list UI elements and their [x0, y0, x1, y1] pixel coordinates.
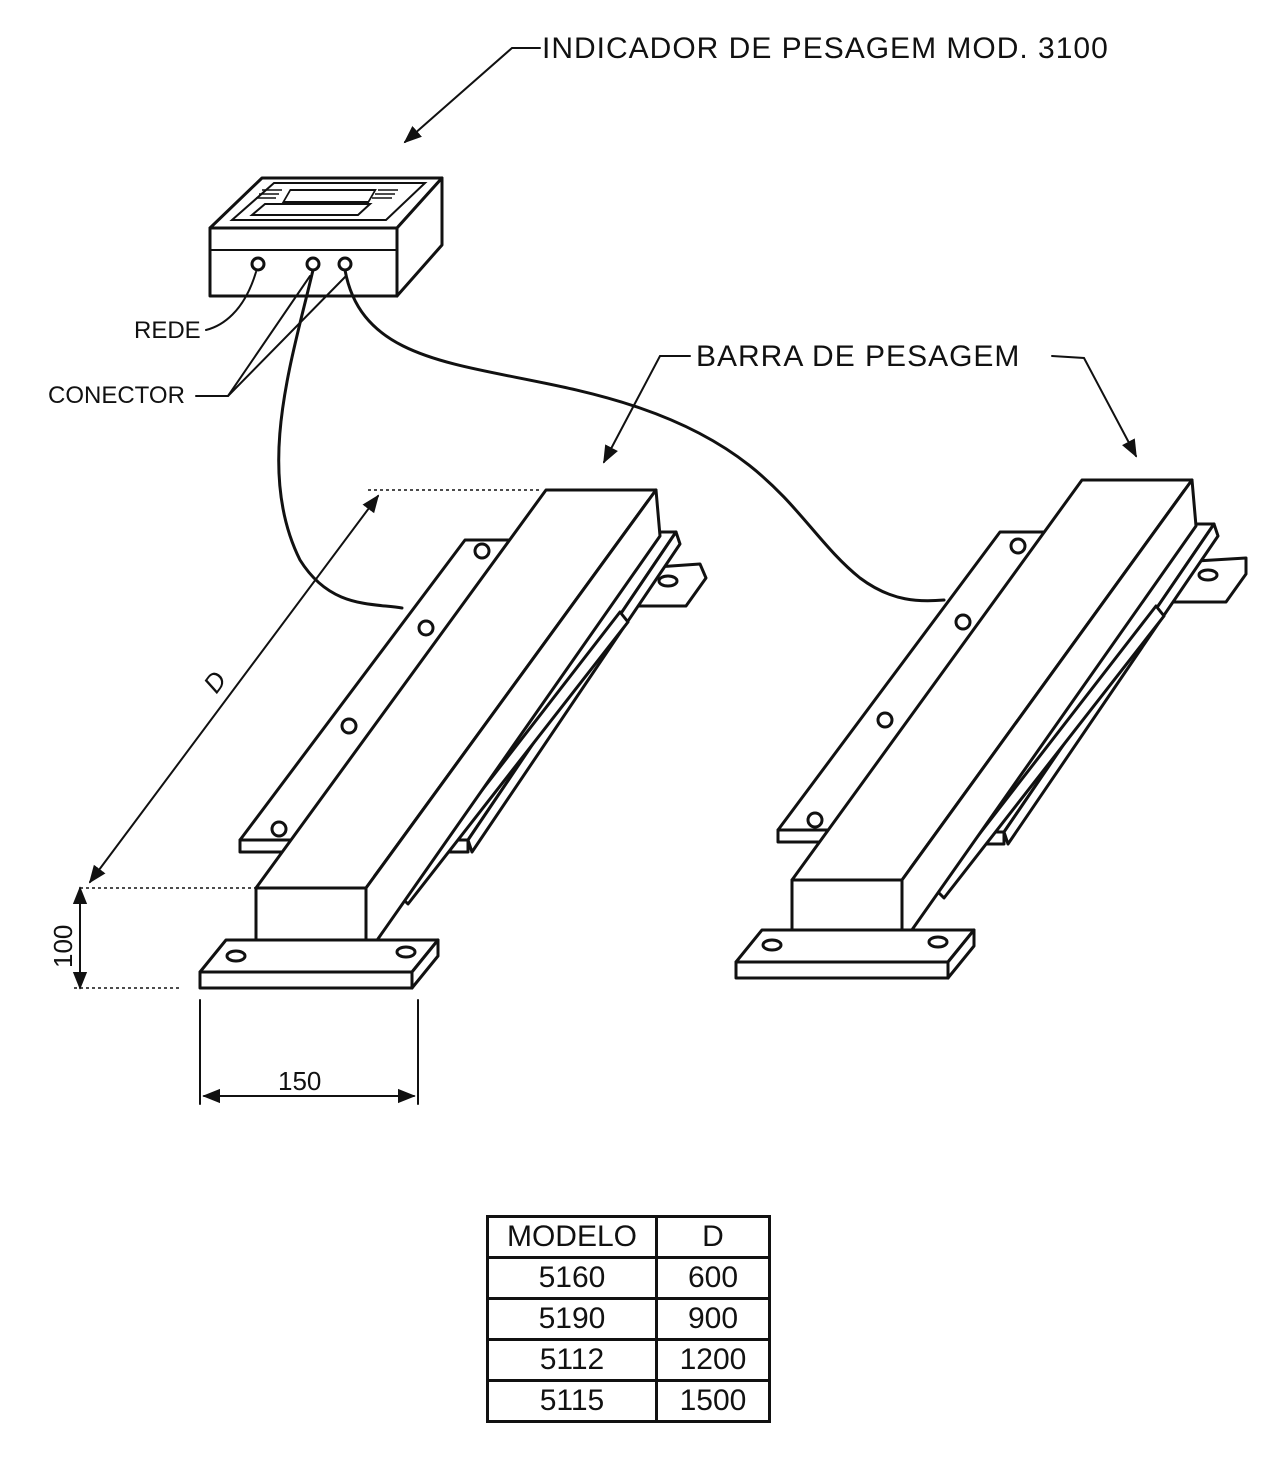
indicator-leader [403, 47, 541, 144]
table-cell-d: 900 [655, 1297, 771, 1341]
table-row: 5112 1200 [486, 1338, 771, 1382]
bar-leader-left [603, 355, 691, 464]
weighing-bar-left [198, 488, 708, 990]
table-cell-d: 600 [655, 1256, 771, 1300]
table-header-row: MODELO D [486, 1215, 771, 1259]
table-cell-model: 5115 [486, 1379, 658, 1423]
weighing-bar-right [734, 478, 1248, 980]
table-row: 5190 900 [486, 1297, 771, 1341]
table-cell-model: 5160 [486, 1256, 658, 1300]
table-cell-d: 1500 [655, 1379, 771, 1423]
dimension-d-label: D [197, 665, 232, 698]
dimension-width-label: 150 [278, 1066, 321, 1096]
cable-right [343, 268, 946, 603]
power-socket [250, 256, 266, 272]
connector-socket-left [305, 256, 321, 272]
table-cell-model: 5112 [486, 1338, 658, 1382]
bar-label: BARRA DE PESAGEM [696, 340, 1020, 373]
table-header: D [655, 1215, 771, 1259]
dimension-height-label: 100 [48, 925, 78, 968]
weighing-indicator [208, 176, 444, 298]
dimension-width: 150 [199, 999, 419, 1105]
bar-leader-right [1051, 355, 1137, 458]
model-table: MODELO D 5160 600 5190 900 5112 1200 511… [486, 1215, 771, 1423]
table-cell-model: 5190 [486, 1297, 658, 1341]
conector-label: CONECTOR [48, 382, 185, 409]
rede-label: REDE [134, 317, 201, 344]
cable-left [277, 268, 404, 610]
connector-socket-right [337, 256, 353, 272]
indicator-label: INDICADOR DE PESAGEM MOD. 3100 [542, 32, 1109, 65]
dimension-height: 100 [48, 886, 180, 990]
table-row: 5160 600 [486, 1256, 771, 1300]
rede-leader [205, 271, 257, 331]
table-row: 5115 1500 [486, 1379, 771, 1423]
table-cell-d: 1200 [655, 1338, 771, 1382]
table-header: MODELO [486, 1215, 658, 1259]
